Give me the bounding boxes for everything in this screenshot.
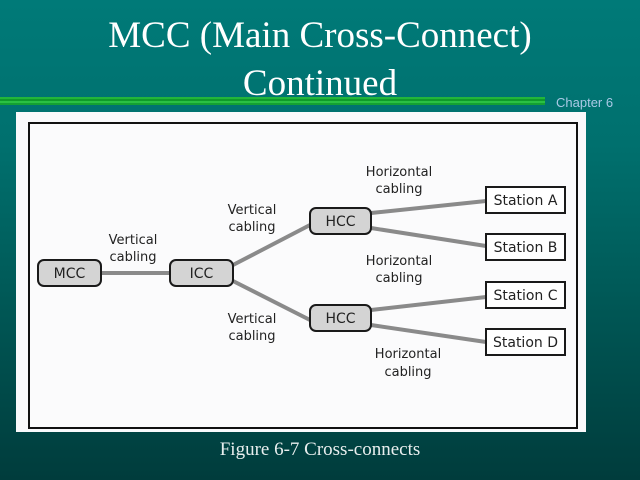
cable-label-hcc-bottom-stations-2: cabling bbox=[384, 365, 431, 380]
green-rule bbox=[0, 97, 545, 99]
cable-icc-hcc-top bbox=[231, 223, 312, 267]
icc-label: ICC bbox=[190, 266, 214, 282]
station-b-label: Station B bbox=[494, 240, 558, 256]
hcc-top-label: HCC bbox=[325, 214, 355, 230]
green-rule bbox=[0, 99, 545, 101]
mcc-node bbox=[37, 259, 102, 287]
station-d-box bbox=[485, 328, 566, 356]
cable-label-icc-hcc-top-2: cabling bbox=[228, 220, 275, 235]
hcc-bottom-label: HCC bbox=[325, 311, 355, 327]
cable-label-hcc-bottom-stations-1: Horizontal bbox=[375, 347, 441, 362]
hcc-top-node bbox=[309, 207, 372, 235]
slide-title-line1: MCC (Main Cross-Connect) bbox=[108, 15, 532, 56]
cable-label-mcc-icc-1: Vertical bbox=[109, 233, 158, 248]
cable-label-middle-1: Horizontal bbox=[366, 254, 432, 269]
station-d-label: Station D bbox=[493, 335, 558, 351]
cable-label-icc-hcc-top-1: Vertical bbox=[228, 203, 277, 218]
cable-label-mcc-icc-2: cabling bbox=[109, 250, 156, 265]
station-c-box bbox=[485, 281, 566, 309]
green-rule bbox=[0, 101, 545, 103]
cable-icc-hcc-bottom bbox=[231, 279, 312, 322]
station-c-label: Station C bbox=[494, 288, 558, 304]
green-rule bbox=[0, 103, 545, 105]
cable-hcc-station-b bbox=[369, 226, 488, 248]
chapter-label: Chapter 6 bbox=[556, 95, 614, 110]
cable-hcc-station-d bbox=[369, 323, 488, 344]
slide-title-line2: Continued bbox=[242, 63, 398, 104]
cable-label-icc-hcc-bottom-1: Vertical bbox=[228, 312, 277, 327]
cable-hcc-station-a bbox=[369, 199, 488, 215]
station-a-box bbox=[485, 186, 566, 214]
cable-label-middle-2: cabling bbox=[375, 271, 422, 286]
icc-node bbox=[169, 259, 234, 287]
figure-frame bbox=[28, 122, 578, 429]
station-a-label: Station A bbox=[494, 193, 558, 209]
figure-caption: Figure 6-7 Cross-connects bbox=[219, 439, 421, 460]
cable-hcc-station-c bbox=[369, 295, 488, 312]
mcc-label: MCC bbox=[54, 266, 86, 282]
cable-label-hcc-top-stations-2: cabling bbox=[375, 182, 422, 197]
station-b-box bbox=[485, 233, 566, 261]
cable-label-hcc-top-stations-1: Horizontal bbox=[366, 165, 432, 180]
cable-label-icc-hcc-bottom-2: cabling bbox=[228, 329, 275, 344]
hcc-bottom-node bbox=[309, 304, 372, 332]
